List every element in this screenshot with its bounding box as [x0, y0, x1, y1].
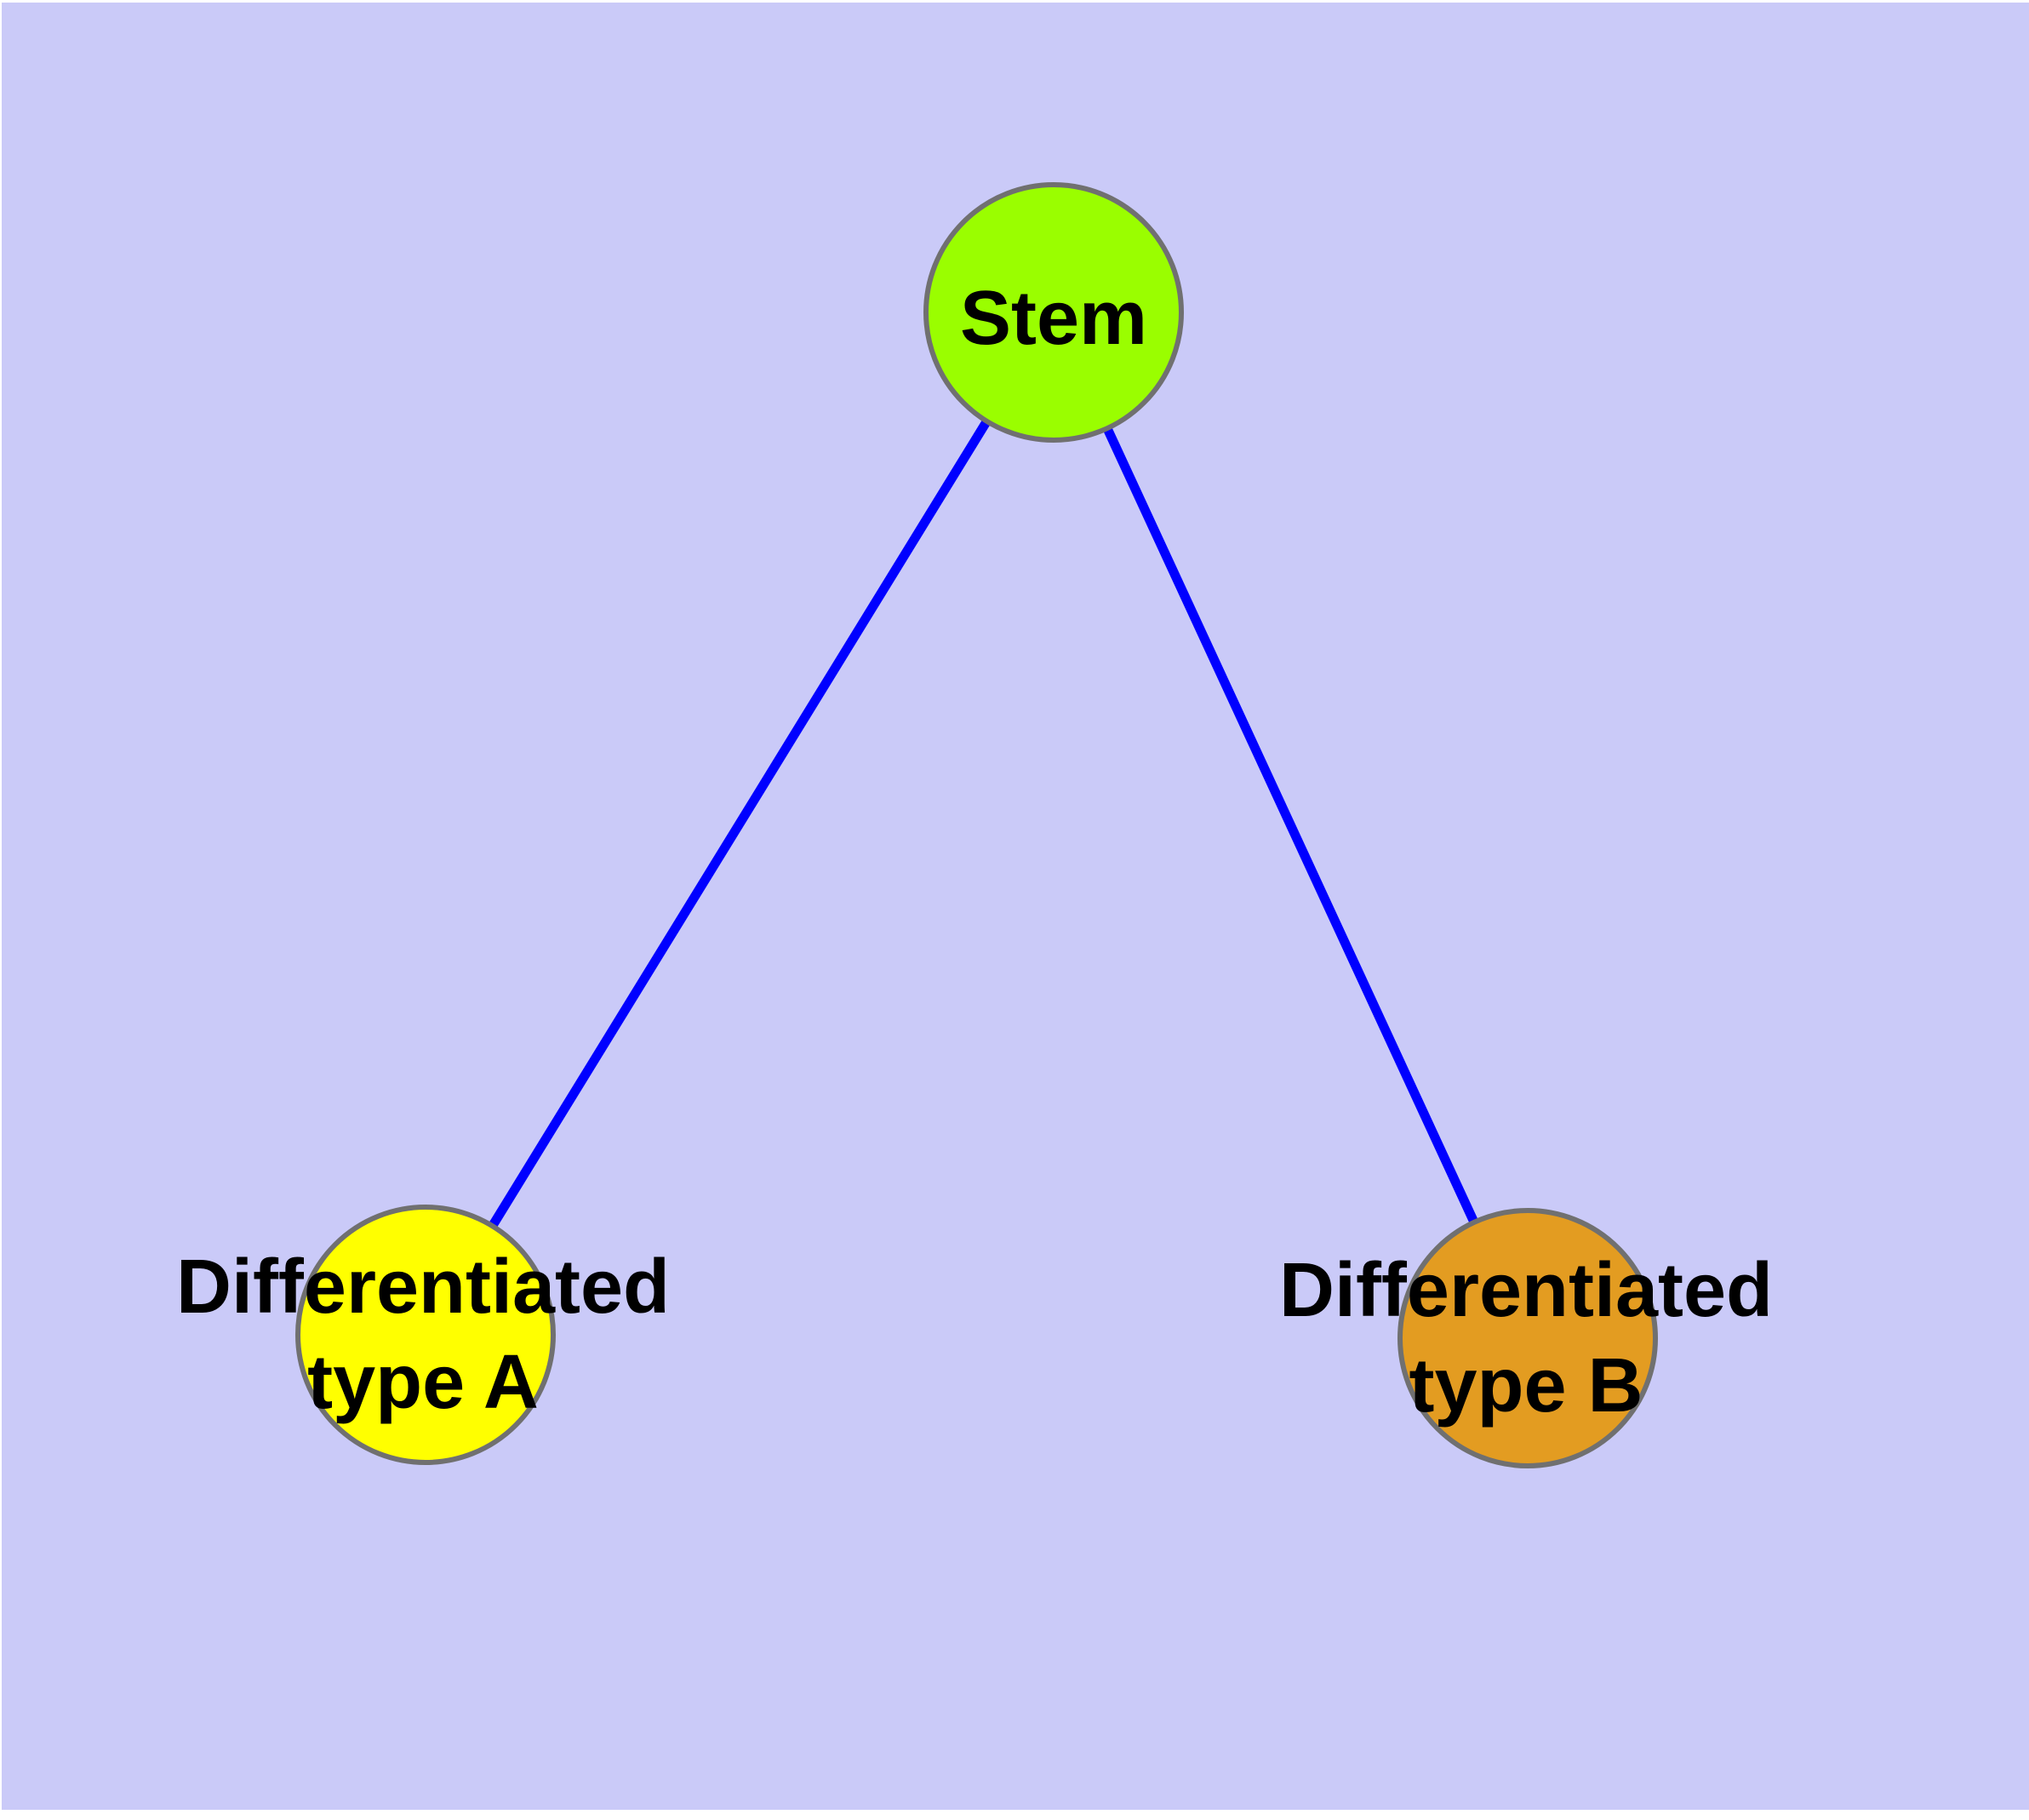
node-type-a-circle [295, 1205, 556, 1465]
edge-stem-to-type-a [421, 310, 1058, 1337]
node-type-b-label-line-1: Differentiated [1279, 1248, 1773, 1333]
node-stem-circle [923, 182, 1184, 443]
edge-stem-to-type-b [1049, 310, 1532, 1341]
node-type-a-label-line-1: Differentiated [176, 1245, 670, 1330]
node-type-b-circle [1397, 1208, 1658, 1468]
node-type-a-label-line-2: type A [307, 1340, 539, 1425]
node-type-b-label-line-2: type B [1409, 1343, 1643, 1428]
node-stem-label: Stem [960, 276, 1147, 361]
